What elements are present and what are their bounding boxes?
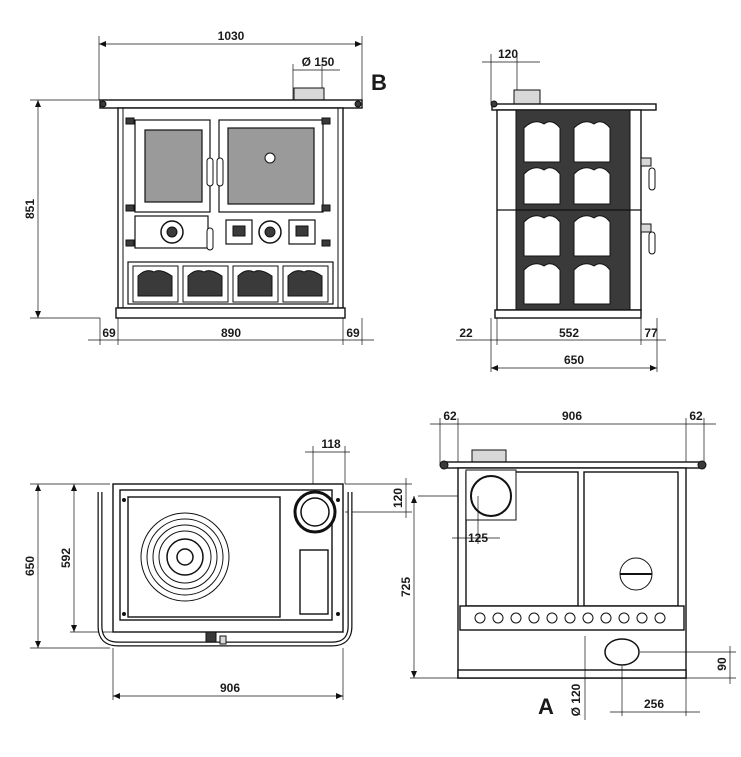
top-inner-depth-label: 592 bbox=[59, 548, 73, 568]
rear-inlet-height-label: 90 bbox=[715, 657, 729, 671]
front-width-label: 1030 bbox=[218, 29, 245, 43]
side-view: 120 22 552 77 650 bbox=[456, 47, 666, 372]
top-flue-depth-label: 120 bbox=[391, 488, 405, 508]
view-a-label: A bbox=[538, 694, 554, 719]
front-flue-diameter-label: Ø 150 bbox=[302, 55, 335, 69]
rear-left-offset-label: 62 bbox=[443, 409, 457, 423]
side-inner-width-label: 552 bbox=[559, 326, 579, 340]
rear-inlet-diameter-label: Ø 120 bbox=[569, 683, 583, 716]
side-depth-label: 650 bbox=[564, 353, 584, 367]
top-flue-offset-label: 118 bbox=[321, 437, 341, 451]
side-flue-offset-label: 120 bbox=[498, 47, 518, 61]
rear-width-label: 906 bbox=[562, 409, 582, 423]
front-inner-width-label: 890 bbox=[221, 326, 241, 340]
front-left-offset-label: 69 bbox=[102, 326, 116, 340]
rear-view: 62 906 62 125 725 bbox=[399, 409, 736, 720]
rear-height-label: 725 bbox=[399, 577, 413, 597]
front-view: 1030 Ø 150 B 851 bbox=[23, 29, 387, 345]
top-depth-label: 650 bbox=[23, 556, 37, 576]
front-right-offset-label: 69 bbox=[346, 326, 360, 340]
view-b-label: B bbox=[371, 70, 387, 95]
front-height-label: 851 bbox=[23, 199, 37, 219]
side-left-offset-label: 22 bbox=[459, 326, 473, 340]
rear-flue-offset-label: 125 bbox=[468, 531, 488, 545]
rear-inlet-offset-label: 256 bbox=[644, 697, 664, 711]
side-right-offset-label: 77 bbox=[644, 326, 658, 340]
top-view: 118 120 650 592 bbox=[23, 437, 412, 700]
top-width-label: 906 bbox=[220, 681, 240, 695]
rear-right-offset-label: 62 bbox=[689, 409, 703, 423]
